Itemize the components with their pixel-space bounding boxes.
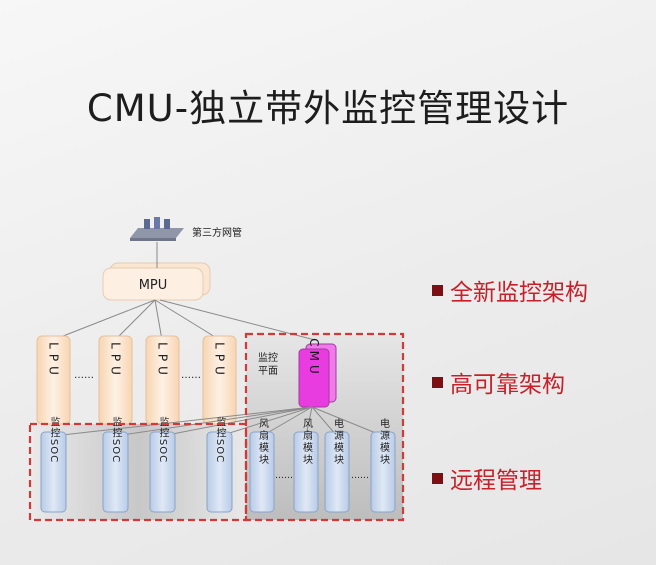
fan-module-label: 风扇模块 [301,418,313,466]
cmu-label: CMU [307,338,321,378]
monitor-plane-label-line-2: 平面 [258,366,278,377]
lpu-ellipsis: …… [181,370,201,381]
feature-item: 高可靠架构 [432,365,565,399]
soc-boundary [28,422,248,522]
power-module-label: 电源模块 [332,417,344,466]
square-bullet-icon [432,472,443,484]
lpu-label: LPU [109,342,123,380]
module-ellipsis: …… [351,471,369,481]
soc-module: 监控SOC [40,416,67,513]
lpu-card: LPU [202,335,237,425]
monitor-plane-label: 监控 平面 [258,351,281,377]
slide-title: CMU-独立带外监控管理设计 [86,87,570,130]
network-management-icon [130,217,184,241]
feature-item: 全新监控架构 [432,273,588,307]
soc-label: 监控SOC [157,416,169,463]
feature-label: 全新监控架构 [450,280,588,306]
square-bullet-icon [432,284,443,296]
soc-module: 监控SOC [149,416,176,513]
lpu-ellipsis: …… [74,370,94,381]
mpu-label: MPU [139,278,168,293]
power-module: 电源模块 [324,417,350,513]
lpu-card: LPU [145,335,180,425]
mpu-links [52,299,316,341]
soc-label: 监控SOC [48,416,60,463]
lpu-label: LPU [213,342,227,380]
cmu-node: CMU [298,338,337,408]
feature-item: 远程管理 [432,461,542,495]
feature-label: 远程管理 [450,468,542,494]
lpu-label: LPU [47,342,61,380]
mpu-node: MPU [102,262,211,301]
lpu-label: LPU [156,342,170,380]
nms-label: 第三方网管 [192,226,242,239]
monitor-plane-boundary [244,332,405,522]
power-module: 电源模块 [370,417,396,513]
lpu-card: LPU [98,335,133,425]
fan-module: 风扇模块 [249,418,275,513]
power-module-label: 电源模块 [378,417,390,466]
fan-module-label: 风扇模块 [257,418,269,466]
soc-label: 监控SOC [214,416,226,463]
soc-module: 监控SOC [206,416,233,513]
lpu-card: LPU [36,335,71,425]
cmu-links [52,406,384,437]
soc-module: 监控SOC [102,416,129,513]
square-bullet-icon [432,376,443,388]
module-ellipsis: …… [275,471,293,481]
fan-module: 风扇模块 [293,418,319,513]
soc-label: 监控SOC [110,416,122,463]
feature-label: 高可靠架构 [450,372,565,398]
monitor-plane-label-line-1: 监控 [258,351,278,364]
